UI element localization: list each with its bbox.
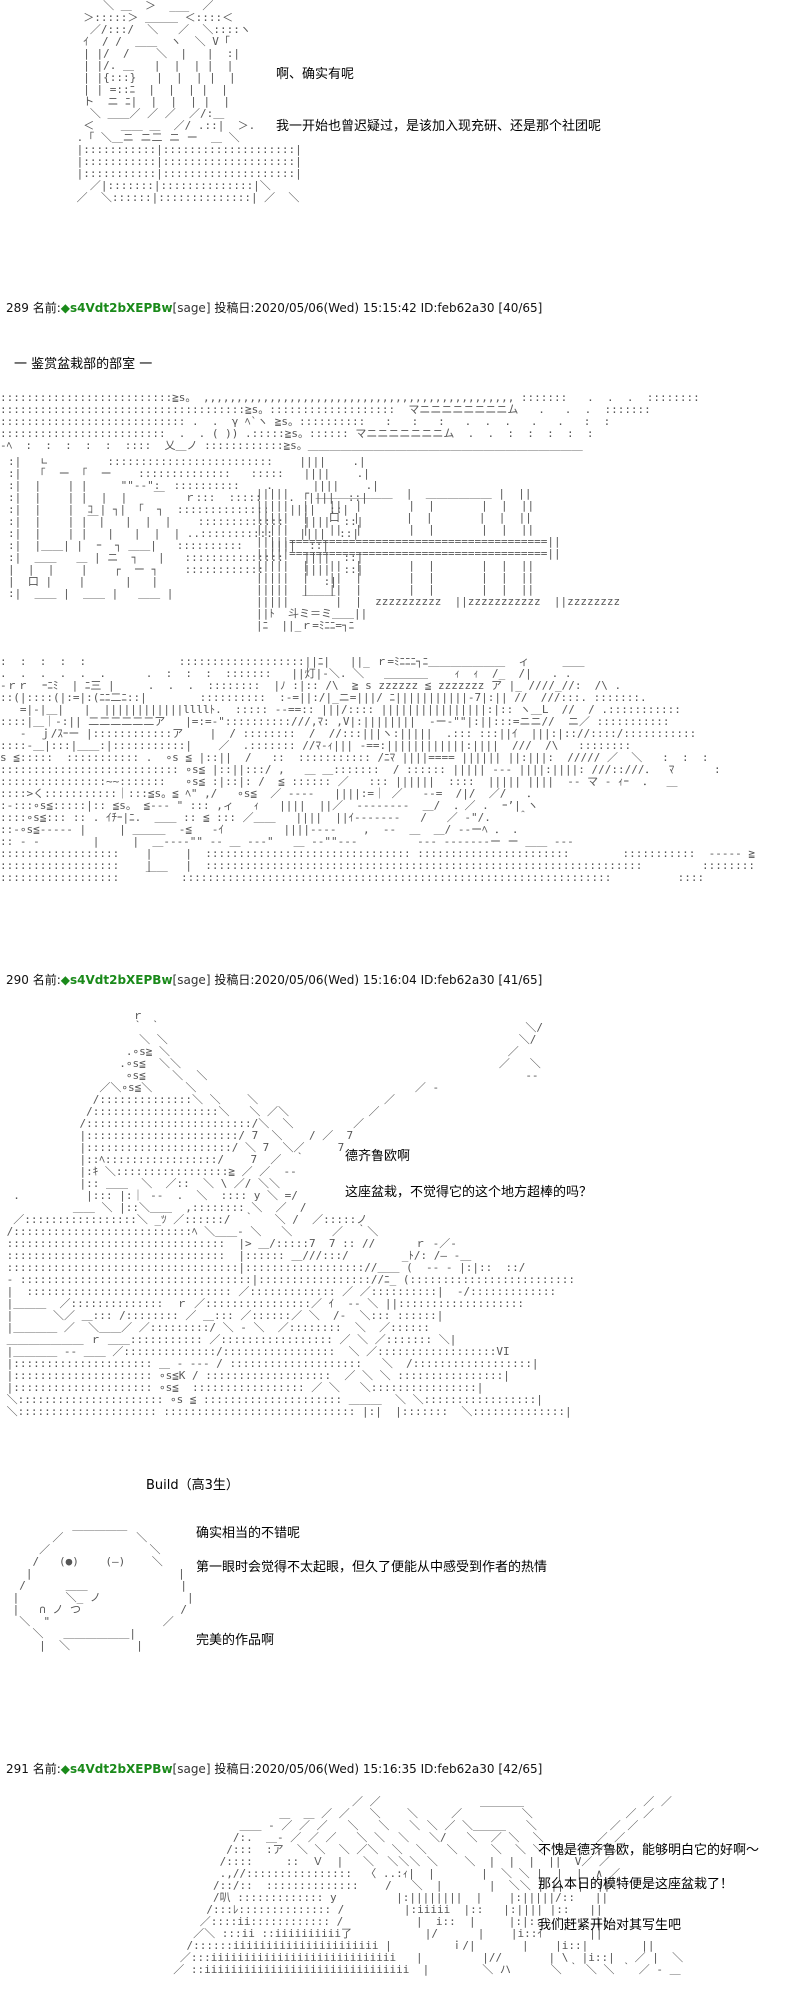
post-id[interactable]: ID:feb62a30 [420,301,495,315]
poster-trip[interactable]: ◆s4Vdt2bXEPBw [60,301,173,315]
poster-trip[interactable]: ◆s4Vdt2bXEPBw [60,1762,173,1776]
post-count: [41/65] [498,973,543,987]
post-header: 290 名前:◆s4Vdt2bXEPBw[sage] 投稿日:2020/05/0… [6,971,542,988]
date-label: 投稿日: [214,1762,255,1776]
ascii-art-room-wall: ::::::::::::::::::::::::::≧s。 ,,,,,,,,,,… [0,391,700,452]
ascii-art-room-window: ||||| ┌ ＿＿＿＿＿＿＿ | ＿＿＿＿＿＿ | || ||||| | ||… [256,487,621,632]
post-datetime: 2020/05/06(Wed) 15:16:35 [254,1762,417,1776]
ascii-art-character-face: ＿＿＿＿＿ ／ ＼ ／ ＼ / (●) (―) ＼ | | / ＿＿ | | ＼… [12,1519,194,1652]
ascii-art-character-build: ｒ ｀ ｀ ＼/ ＼ ＼ ＼/ .∘s≧ ＼ [6,1009,576,1418]
dialogue-line: 我一开始也曾迟疑过，是该加入现充研、还是那个社团呢 [276,119,602,134]
post-count: [40/65] [498,301,543,315]
character-caption: Build（高3生） [146,1478,239,1493]
date-label: 投稿日: [214,973,255,987]
dialogue-line: 完美的作品啊 [196,1633,275,1648]
dialogue-line: 第一眼时会觉得不太起眼，但久了便能从中感受到作者的热情 [196,1560,548,1575]
ascii-art-room-shelf: :| ∟ ::::::::::::::::::::::::: |||| .| :… [8,455,379,600]
dialogue-line: 这座盆栽，不觉得它的这个地方超棒的吗？ [345,1185,593,1200]
dialogue-line: 啊、确实有呢 [276,67,355,82]
post-datetime: 2020/05/06(Wed) 15:15:42 [254,301,417,315]
dialogue-line: 不愧是德齐鲁欧，能够明白它的好啊〜 [538,1843,760,1858]
poster-trip[interactable]: ◆s4Vdt2bXEPBw [60,973,173,987]
name-label: 名前: [32,1762,61,1776]
ascii-art-room-desk: : : : : : :::::::::::::::::::||ﾆ| ||_ ｒ=… [0,655,755,884]
post-count: [42/65] [498,1762,543,1776]
date-label: 投稿日: [214,301,255,315]
post-id[interactable]: ID:feb62a30 [420,1762,495,1776]
dialogue-line: 我们赶紧开始对其写生吧 [538,1918,682,1933]
name-label: 名前: [32,301,61,315]
post-number: 290 [6,973,29,987]
scene-title: 一 鉴赏盆栽部的部室 一 [14,357,153,372]
mail-field: [sage] [172,973,211,987]
dialogue-line: 确实相当的不错呢 [196,1526,301,1541]
dialogue-line: 德齐鲁欧啊 [345,1149,411,1164]
post-datetime: 2020/05/06(Wed) 15:16:04 [254,973,417,987]
mail-field: [sage] [172,1762,211,1776]
ascii-art-character-top: ＼ ＿ ＞ ___ ／ ＞:::::＞ ＿＿＿ ＜::::＜ ／/:::/ ＼ … [76,0,302,204]
post-number: 291 [6,1762,29,1776]
dialogue-line: 那么本日的模特便是这座盆栽了！ [538,1877,734,1892]
ascii-art-final-group: ／ ／ ＿＿＿＿ ／ ／ ＿ ＿ ／ ／ ＼ ＼ ／ ＼ ／ ／ ＿＿ ‐ ／ … [173,1795,684,1976]
name-label: 名前: [32,973,61,987]
post-header: 289 名前:◆s4Vdt2bXEPBw[sage] 投稿日:2020/05/0… [6,299,542,316]
post-id[interactable]: ID:feb62a30 [420,973,495,987]
post-number: 289 [6,301,29,315]
post-header: 291 名前:◆s4Vdt2bXEPBw[sage] 投稿日:2020/05/0… [6,1760,542,1777]
mail-field: [sage] [172,301,211,315]
